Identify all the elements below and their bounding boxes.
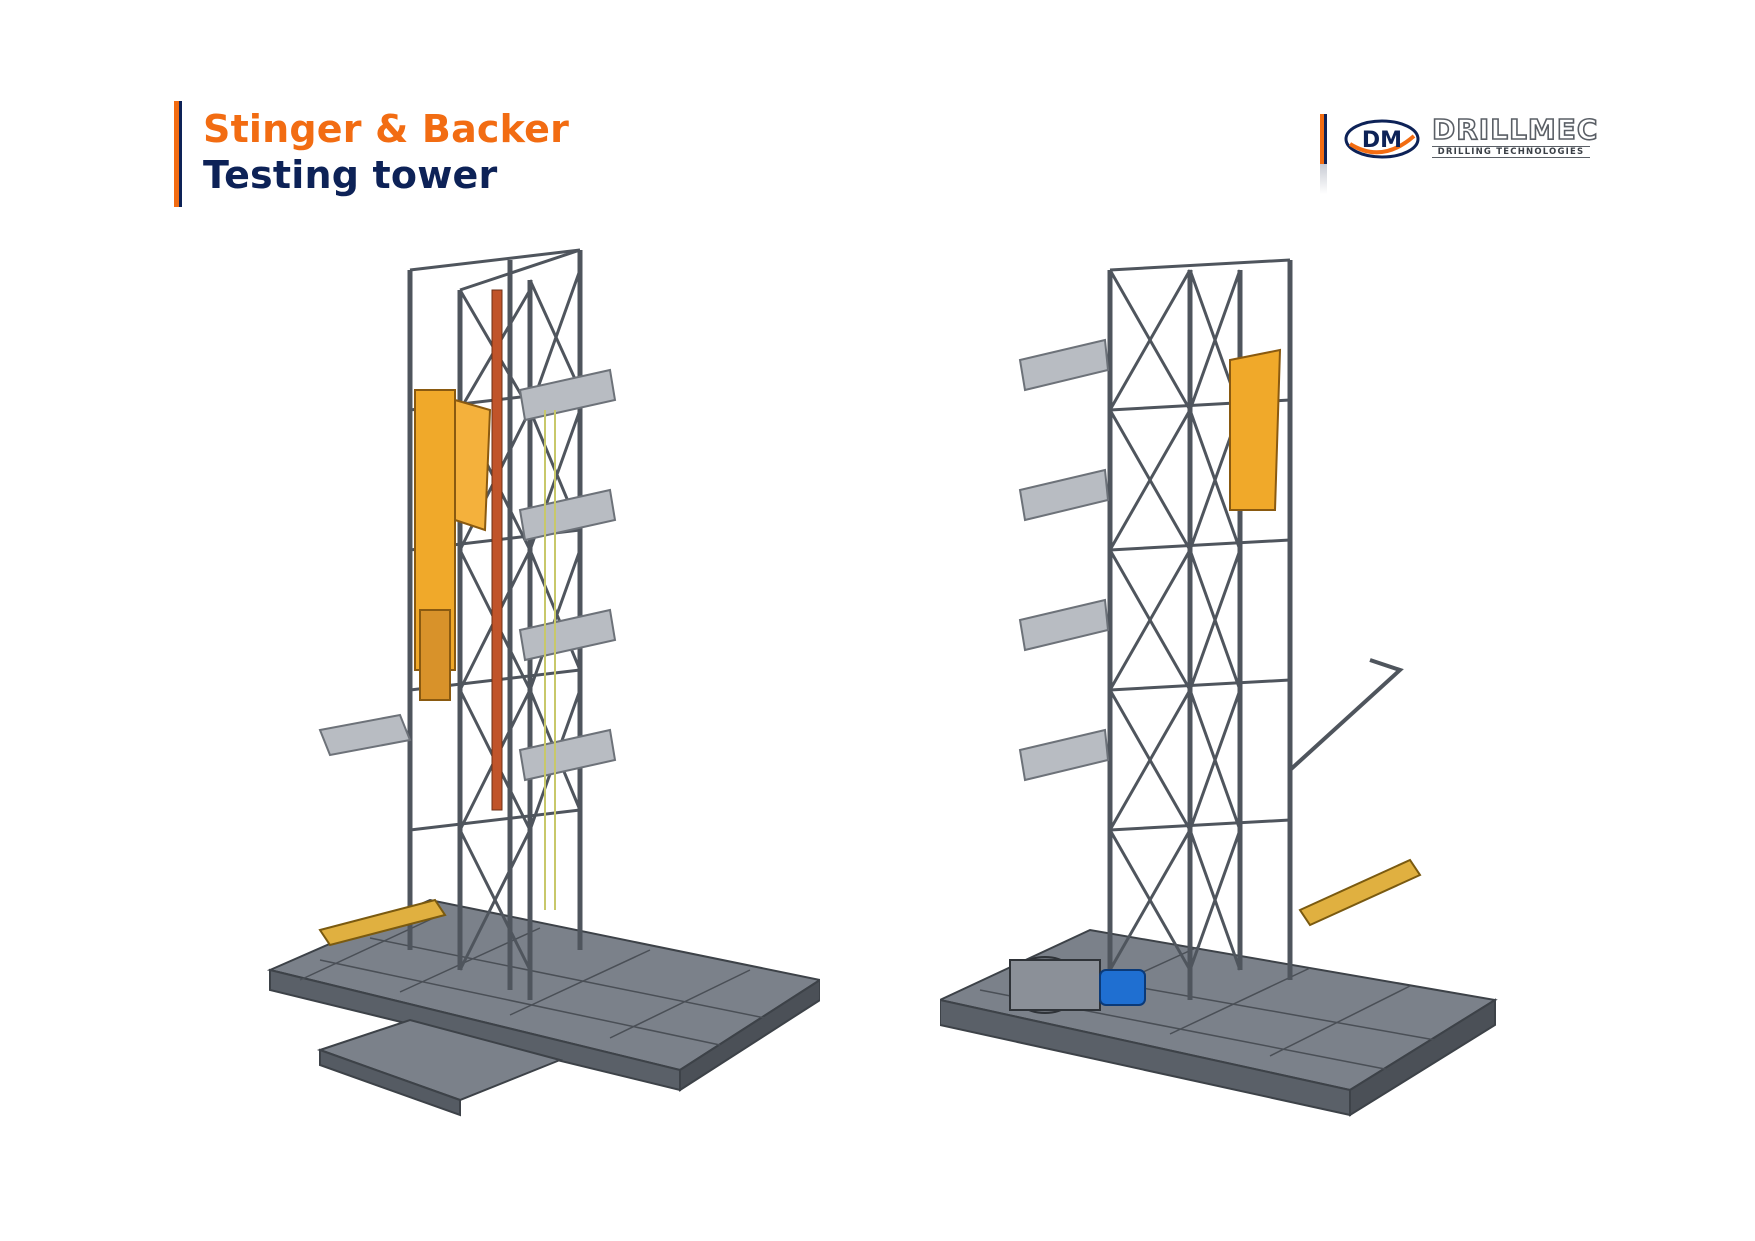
tower-render-rear [940,258,1498,1117]
catwalk-machine-rear [1298,858,1422,927]
title-accent-bar [174,101,182,207]
walkways-front [318,368,617,782]
drillmec-logo: DM DRILLMEC DRILLING TECHNOLOGIES [1320,110,1600,200]
catwalk-machine-front [318,898,447,947]
logo-accent-bar-navy [1324,114,1327,164]
stinger-assembly-rear [1229,348,1282,511]
logo-accent-bar [1320,114,1324,164]
base-platform-rear [940,928,1498,1117]
red-pipe-front [491,289,503,811]
slide-subtitle: Testing tower [203,153,498,197]
logo-accent-fade [1320,164,1327,194]
logo-monogram-icon: DM [1344,119,1420,159]
ramp-rear [1288,658,1404,772]
logo-monogram-text: DM [1362,128,1402,153]
ladders-front [544,410,556,910]
blue-motor [1099,969,1146,1006]
stinger-assembly [414,389,492,701]
slide-title: Stinger & Backer [203,107,570,151]
walkways-rear [1018,338,1110,782]
logo-tagline: DRILLING TECHNOLOGIES [1432,146,1590,158]
tower-render-front [266,248,820,1117]
drawworks [1009,956,1101,1014]
logo-wordmark: DRILLMEC [1431,113,1599,147]
